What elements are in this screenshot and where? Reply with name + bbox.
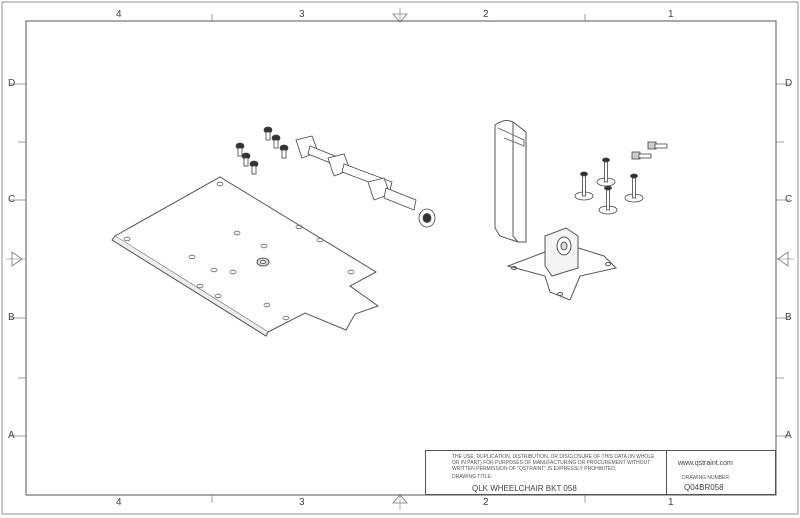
zone-row-right-c: C [785,194,793,205]
zone-col-bottom-2: 2 [483,497,489,508]
drawing-number: Q04BR058 [684,483,724,492]
zone-col-bottom-1: 1 [668,497,674,508]
zone-row-left-c: C [8,194,16,205]
carriage-bolts [574,157,644,215]
zone-ticks-bottom [211,495,586,503]
zone-col-top-2: 2 [483,9,489,20]
disclaimer-text: THE USE, DUPLICATION, DISTRIBUTION, OR D… [452,454,655,472]
drawing-number-label: DRAWING NUMBER: [682,475,731,481]
drawing-title: QLK WHEELCHAIR BKT 058 [472,484,577,493]
zone-ticks-left [10,83,26,437]
countersunk-screws [235,126,289,175]
hex-bolt-3 [367,177,417,211]
zone-ticks-top [211,14,586,21]
zone-col-top-4: 4 [116,9,122,20]
zone-row-right-a: A [785,430,792,441]
zone-row-left-a: A [8,430,15,441]
hex-cap-screws [631,141,668,160]
zone-row-right-d: D [785,78,793,89]
sheet-border-inner [25,20,777,496]
zone-col-bottom-4: 4 [116,497,122,508]
zone-col-bottom-3: 3 [299,497,305,508]
company-website: www.qstraint.com [678,460,733,467]
zone-row-right-b: B [785,312,792,323]
base-plate [111,176,380,337]
title-block: THE USE, DUPLICATION, DISTRIBUTION, OR D… [425,450,776,495]
drawing-title-label: DRAWING TITLE: [452,474,493,480]
zone-row-left-b: B [8,312,15,323]
zone-col-top-3: 3 [299,9,305,20]
zone-ticks-right [776,83,790,437]
cross-mount-plate [506,227,617,301]
tall-bracket [494,120,527,243]
zone-row-left-d: D [8,78,16,89]
zone-col-top-1: 1 [668,9,674,20]
hex-nut [418,208,436,228]
title-block-divider [666,451,667,494]
